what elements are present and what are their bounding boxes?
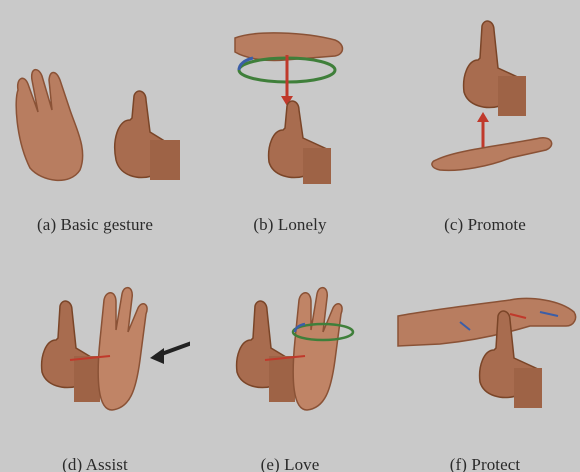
caption-protect: (f) Protect <box>390 455 580 472</box>
caption-assist: (d) Assist <box>0 455 190 472</box>
caption-love: (e) Love <box>195 455 385 472</box>
palm-pushing-thumbs-up-icon <box>0 260 190 450</box>
flat-hand-and-thumbs-up-icon <box>0 0 190 190</box>
palm-covering-thumbs-up-icon <box>390 260 580 450</box>
caption-basic-gesture: (a) Basic gesture <box>0 215 190 235</box>
palm-circling-near-thumbs-up-icon <box>195 260 385 450</box>
caption-lonely: (b) Lonely <box>195 215 385 235</box>
caption-promote: (c) Promote <box>390 215 580 235</box>
palm-lifting-thumbs-up-icon <box>390 0 580 190</box>
hand-circling-over-thumbs-up-icon <box>195 0 385 190</box>
